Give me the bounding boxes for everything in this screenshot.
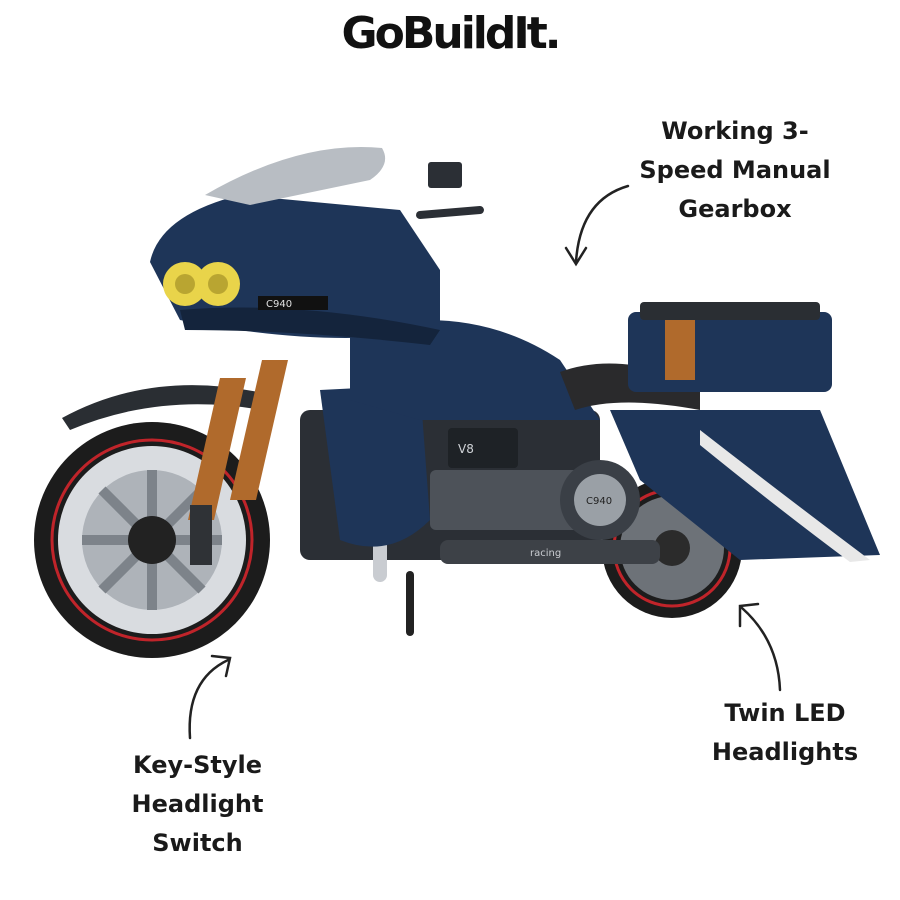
callout-leds-line-1: Twin LED <box>724 699 846 727</box>
handlebar <box>416 206 484 219</box>
mirror <box>428 162 462 188</box>
fairing-badge: C940 <box>266 299 292 310</box>
fuel-tank <box>350 320 600 420</box>
exhaust-badge: racing <box>530 548 561 559</box>
callout-switch-line-1: Key-Style <box>133 751 262 779</box>
arrow-gearbox-icon <box>564 184 630 267</box>
arrow-leds-icon <box>738 602 782 692</box>
callout-switch: Key-Style Headlight Switch <box>110 746 285 863</box>
callout-leds-line-2: Headlights <box>711 738 859 766</box>
callout-leds: Twin LED Headlights <box>690 694 880 772</box>
top-case <box>628 302 832 392</box>
front-wheel <box>34 422 270 658</box>
callout-gearbox: Working 3- Speed Manual Gearbox <box>620 112 850 229</box>
windshield <box>205 146 386 205</box>
callout-gearbox-line-3: Gearbox <box>678 195 792 223</box>
saddlebag-stripe <box>700 430 870 562</box>
engine-cover-badge: C940 <box>586 496 612 507</box>
headlights <box>163 262 240 306</box>
lower-fairing <box>320 385 430 547</box>
callout-switch-line-3: Switch <box>152 829 243 857</box>
front-fender <box>62 385 262 430</box>
callout-gearbox-line-2: Speed Manual <box>639 156 831 184</box>
callout-gearbox-line-1: Working 3- <box>661 117 809 145</box>
front-fork <box>188 360 288 565</box>
engine-badge: V8 <box>458 442 474 456</box>
arrow-switch-icon <box>188 654 232 740</box>
callout-switch-line-2: Headlight <box>131 790 264 818</box>
brand-logo: GoBuildIt. <box>341 8 562 59</box>
